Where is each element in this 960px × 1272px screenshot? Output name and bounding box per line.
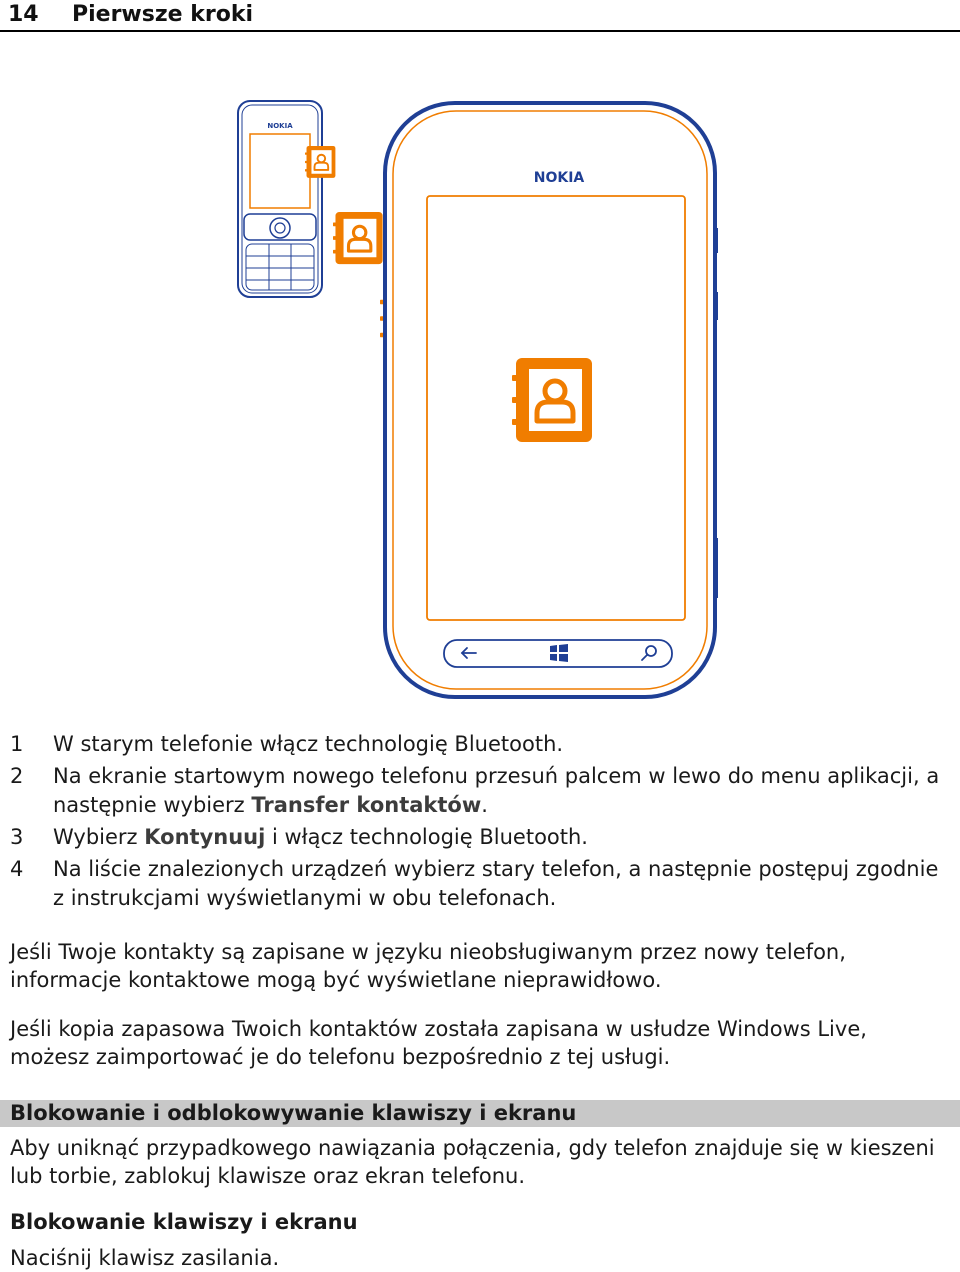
unsupported-language-note: Jeśli Twoje kontakty są zapisane w język… [10,940,846,992]
step-text: Wybierz [53,825,145,849]
subsection-heading: Blokowanie klawiszy i ekranu [10,1210,358,1234]
windows-live-note: Jeśli kopia zapasowa Twoich kontaktów zo… [10,1017,867,1069]
step-number: 2 [10,764,24,788]
step-number: 3 [10,825,24,849]
contacts-book-icon [304,145,337,179]
contacts-book-icon [331,210,385,266]
step-text: W starym telefonie włącz technologię Blu… [53,732,564,756]
menu-item-continue: Kontynuuj [144,825,266,849]
contacts-book-icon [512,358,592,442]
windows-logo-icon [550,644,568,662]
step-4: 4 Na liście znalezionych urządzeń wybier… [10,855,950,913]
step-text-end: i włącz technologię Bluetooth. [265,825,588,849]
power-key-instruction: Naciśnij klawisz zasilania. [10,1246,280,1270]
section-intro: Aby uniknąć przypadkowego nawiązania poł… [10,1136,935,1188]
step-3: 3 Wybierz Kontynuuj i włącz technologię … [10,823,950,852]
old-phone: NOKIA [237,100,323,298]
page-header: 14 Pierwsze kroki [0,0,960,32]
step-text-end: . [481,793,488,817]
old-phone-brand: NOKIA [267,122,293,130]
section-heading-text: Blokowanie i odblokowywanie klawiszy i e… [10,1101,577,1125]
new-phone-brand: NOKIA [534,170,585,186]
back-arrow-icon [460,647,477,659]
search-icon [641,645,657,661]
menu-item-transfer-contacts: Transfer kontaktów [251,793,482,817]
step-2: 2 Na ekranie startowym nowego telefonu p… [10,762,950,820]
contacts-transfer-illustration: NOKIA NOKIA [237,100,718,699]
chapter-title: Pierwsze kroki [72,2,254,27]
step-text: Na liście znalezionych urządzeń wybierz … [53,857,939,910]
step-1: 1 W starym telefonie włącz technologię B… [10,730,950,759]
step-text: Na ekranie startowym nowego telefonu prz… [53,764,940,817]
step-number: 1 [10,732,24,756]
page-number: 14 [8,2,39,27]
instruction-steps: 1 W starym telefonie włącz technologię B… [10,730,950,916]
step-number: 4 [10,857,24,881]
section-heading: Blokowanie i odblokowywanie klawiszy i e… [0,1100,960,1127]
